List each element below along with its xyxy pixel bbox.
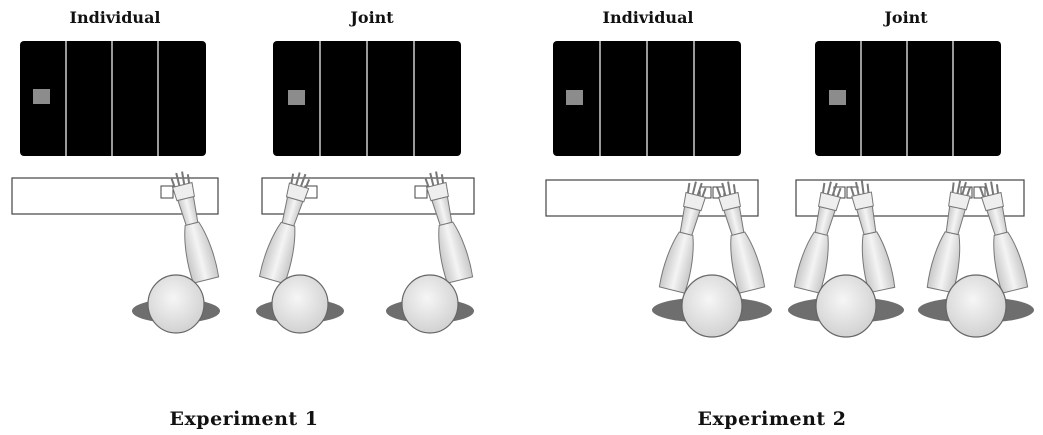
participant-exp1-joint-right (386, 168, 475, 334)
exp1-individual-label: Individual (69, 8, 160, 27)
exp1-joint-label: Joint (348, 8, 394, 27)
experiment-2-label: Experiment 2 (697, 408, 846, 430)
participant-exp2-joint-left (788, 177, 904, 338)
participant-exp1-joint-left (256, 168, 344, 334)
exp2-joint-label: Joint (882, 8, 928, 27)
stimulus-square (33, 89, 50, 104)
exp2-joint-screen (815, 41, 1001, 156)
exp2-individual-label: Individual (602, 8, 693, 27)
participant-exp1-individual (132, 168, 221, 334)
stimulus-square (829, 90, 846, 105)
head (401, 274, 459, 334)
exp1-individual-screen (20, 41, 206, 156)
experiment-1-label: Experiment 1 (169, 408, 318, 430)
head (147, 274, 205, 334)
response-key (414, 185, 428, 199)
head (815, 274, 877, 338)
exp2-individual-screen (553, 41, 741, 156)
stimulus-square (566, 90, 583, 105)
head (945, 274, 1007, 338)
participant-exp2-individual (652, 178, 772, 338)
head (681, 274, 743, 338)
participant-exp2-joint-right (918, 177, 1034, 338)
response-key (160, 185, 174, 199)
response-key (973, 186, 986, 199)
head (271, 274, 329, 334)
exp1-joint-screen (273, 41, 461, 156)
stimulus-square (288, 90, 305, 105)
